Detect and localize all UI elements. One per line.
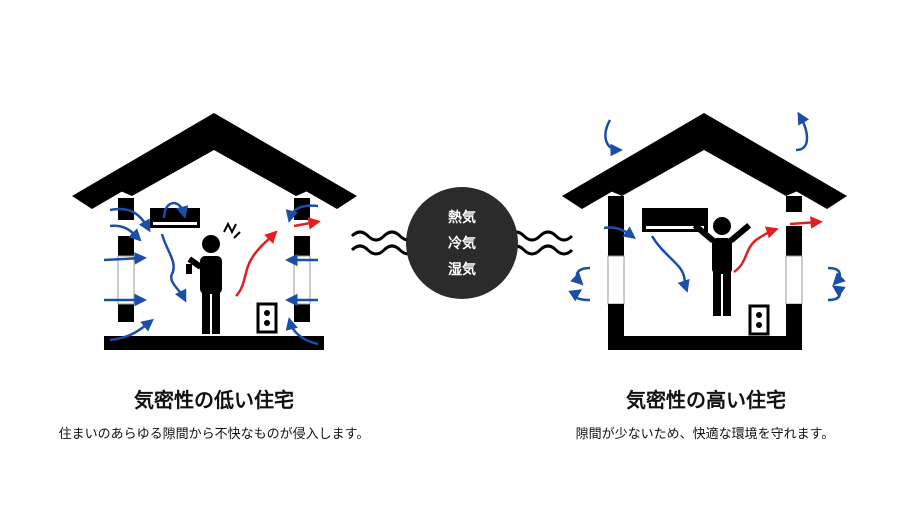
- right-wall-segment: [294, 236, 310, 256]
- right-wall: [786, 226, 802, 256]
- outlet-icon: [256, 302, 278, 334]
- hot-air-arrows: [733, 216, 823, 274]
- right-roof: [562, 113, 847, 209]
- person-icon: [186, 235, 222, 334]
- center-circle: [406, 187, 518, 299]
- left-wave-icon: [350, 230, 418, 256]
- cold-air-arrows: [103, 202, 319, 346]
- discomfort-icon: [223, 221, 241, 239]
- right-window-frame: [785, 255, 803, 305]
- person-icon: [692, 217, 752, 316]
- right-description: 隙間が少ないため、快適な環境を守れます。: [575, 427, 835, 442]
- right-wall-segment: [294, 198, 310, 220]
- left-roof: [72, 113, 357, 209]
- center-badge: 熱気 冷気 湿気: [350, 187, 574, 299]
- right-window-frame: [293, 255, 311, 305]
- left-description: 住まいのあらゆる隙間から不快なものが侵入します。: [58, 427, 370, 442]
- right-floor: [608, 336, 802, 350]
- right-roof-inner: [608, 134, 800, 196]
- left-wall-segment: [118, 304, 134, 322]
- center-label-cold: 冷気: [448, 235, 476, 252]
- left-floor: [104, 336, 324, 350]
- outlet-icon: [748, 304, 770, 336]
- left-wall: [608, 196, 624, 256]
- left-title: 気密性の低い住宅: [134, 388, 294, 412]
- left-wall-segment: [118, 236, 134, 256]
- low-airtight-house: [72, 113, 357, 350]
- right-wave-icon: [506, 230, 574, 256]
- left-roof-inner: [118, 134, 310, 196]
- right-wall-segment: [294, 304, 310, 322]
- left-window-frame: [607, 255, 625, 305]
- left-window-frame: [117, 255, 135, 305]
- right-title: 気密性の高い住宅: [626, 388, 786, 412]
- hot-air-arrows: [235, 217, 321, 297]
- right-wall: [786, 196, 802, 212]
- cold-air-arrows: [568, 111, 846, 302]
- center-label-hot: 熱気: [448, 209, 476, 226]
- center-label-humid: 湿気: [448, 261, 476, 278]
- high-airtight-house: [562, 111, 847, 350]
- air-conditioner-icon: [150, 208, 200, 228]
